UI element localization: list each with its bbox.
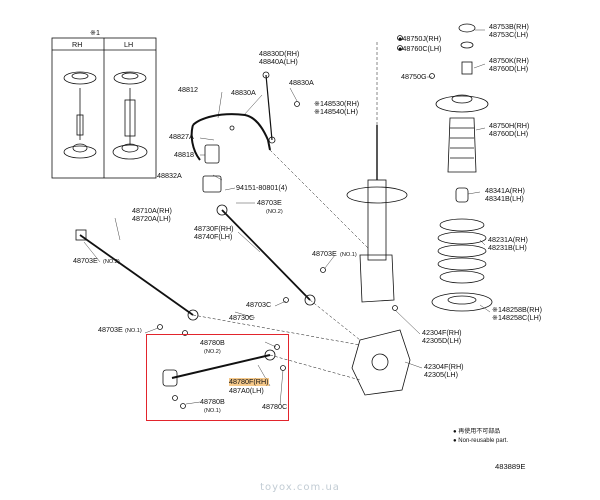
lateral-link	[221, 209, 311, 301]
label-48530: ※148530(RH)	[314, 99, 360, 108]
label-48812: 48812	[178, 85, 198, 94]
label-48710a: 48710A(RH)	[132, 206, 172, 215]
label-48753b: 48753B(RH)	[489, 22, 529, 31]
stabilizer-link	[265, 74, 273, 141]
label-48730c: 48730C	[229, 313, 255, 322]
label-48750h: 48750H(RH)	[489, 121, 530, 130]
label-48750j: ●48750J(RH)	[398, 34, 442, 43]
strut-lower-bracket	[359, 254, 395, 303]
label-48341b: 48341B(LH)	[485, 194, 524, 203]
upper-support	[435, 95, 489, 113]
mount-cap	[461, 61, 473, 75]
legend-line-1: ● 再使用不可部品	[453, 429, 501, 435]
label-48703e-left: 48703E	[73, 256, 98, 265]
label-48780b-bottom-no: (NO.1)	[204, 408, 221, 414]
label-48730f: 48730F(RH)	[194, 224, 234, 233]
label-42305: 42305(LH)	[424, 370, 458, 379]
inset-rh-label: RH	[72, 40, 83, 49]
label-94151: 94151-80801(4)	[236, 183, 288, 192]
watermark: toyox.com.ua	[260, 482, 340, 493]
label-48760d: 48760D(LH)	[489, 64, 529, 73]
label-487a0: 487A0(LH)	[229, 386, 264, 395]
coil-spring	[437, 218, 487, 284]
label-48341a: 48341A(RH)	[485, 186, 525, 195]
label-48231b: 48231B(LH)	[488, 243, 527, 252]
label-48780b-top: 48780B	[200, 338, 225, 347]
label-48830a-right: 48830A	[289, 78, 314, 87]
label-48753c: 48753C(LH)	[489, 30, 529, 39]
highlight-frame	[146, 334, 289, 421]
upper-control-arm	[79, 234, 194, 316]
label-48740f: 48740F(LH)	[194, 232, 233, 241]
inset-lh-bottom-mount	[112, 144, 148, 160]
stabilizer-bracket	[202, 175, 222, 193]
label-48703e-top: 48703E	[257, 198, 282, 207]
diagram-code: 483889E	[495, 462, 526, 471]
inset-note: ※1	[90, 28, 101, 37]
label-48540: ※148540(LH)	[314, 107, 358, 116]
label-48830d: 48830D(RH)	[259, 49, 300, 58]
label-48780f[interactable]: 48780F(RH)	[229, 377, 269, 386]
label-48703e-mid-no: (NO.1)	[340, 252, 357, 258]
strut-body	[367, 179, 387, 261]
label-48780b-top-no: (NO.2)	[204, 349, 221, 355]
label-48760c: ●48760C(LH)	[398, 44, 442, 53]
label-48703e-mid: 48703E	[312, 249, 337, 258]
lower-control-arm	[171, 354, 271, 379]
label-42305d: 42305D(LH)	[422, 336, 462, 345]
label-48832a: 48832A	[157, 171, 182, 180]
stabilizer-bushing	[204, 144, 220, 164]
label-48818: 48818	[174, 150, 194, 159]
inset-rh-top-mount	[63, 71, 97, 85]
legend-line-2: ● Non-reusable part.	[453, 438, 508, 444]
label-48703e-left-no: (NO.2)	[103, 259, 120, 265]
label-42304f-top: 42304F(RH)	[422, 328, 462, 337]
label-48703e-bottom: 48703E	[98, 325, 123, 334]
legend: ● 再使用不可部品 ● Non-reusable part.	[453, 428, 508, 446]
label-48703c: 48703C	[246, 300, 272, 309]
inset-lh-label: LH	[124, 40, 134, 49]
label-48258b: ※148258B(RH)	[492, 305, 542, 314]
label-48750k: 48750K(RH)	[489, 56, 529, 65]
label-48840a: 48840A(LH)	[259, 57, 298, 66]
label-48231a: 48231A(RH)	[488, 235, 528, 244]
bump-stopper	[455, 187, 469, 203]
label-48830a-top: 48830A	[231, 88, 256, 97]
inset-rh-bottom-mount	[63, 145, 97, 159]
dust-boot	[447, 117, 477, 173]
label-42304f-bottom: 42304F(RH)	[424, 362, 464, 371]
strut-spring-seat	[346, 186, 408, 204]
lower-insulator	[431, 292, 493, 312]
inset-lh-top-mount	[113, 71, 147, 85]
label-48703e-bottom-no: (NO.1)	[125, 328, 142, 334]
rear-axle-carrier	[351, 329, 411, 396]
label-48720a: 48720A(LH)	[132, 214, 171, 223]
label-48780b-bottom: 48780B	[200, 397, 225, 406]
label-48780c: 48780C	[262, 402, 288, 411]
label-48760d2: 48760D(LH)	[489, 129, 529, 138]
label-48258c: ※148258C(LH)	[492, 313, 542, 322]
stabilizer-bar	[192, 113, 271, 151]
label-48827a: 48827A	[169, 132, 194, 141]
label-48703e-top-no: (NO.2)	[266, 209, 283, 215]
label-48750g: 48750G	[401, 72, 427, 81]
